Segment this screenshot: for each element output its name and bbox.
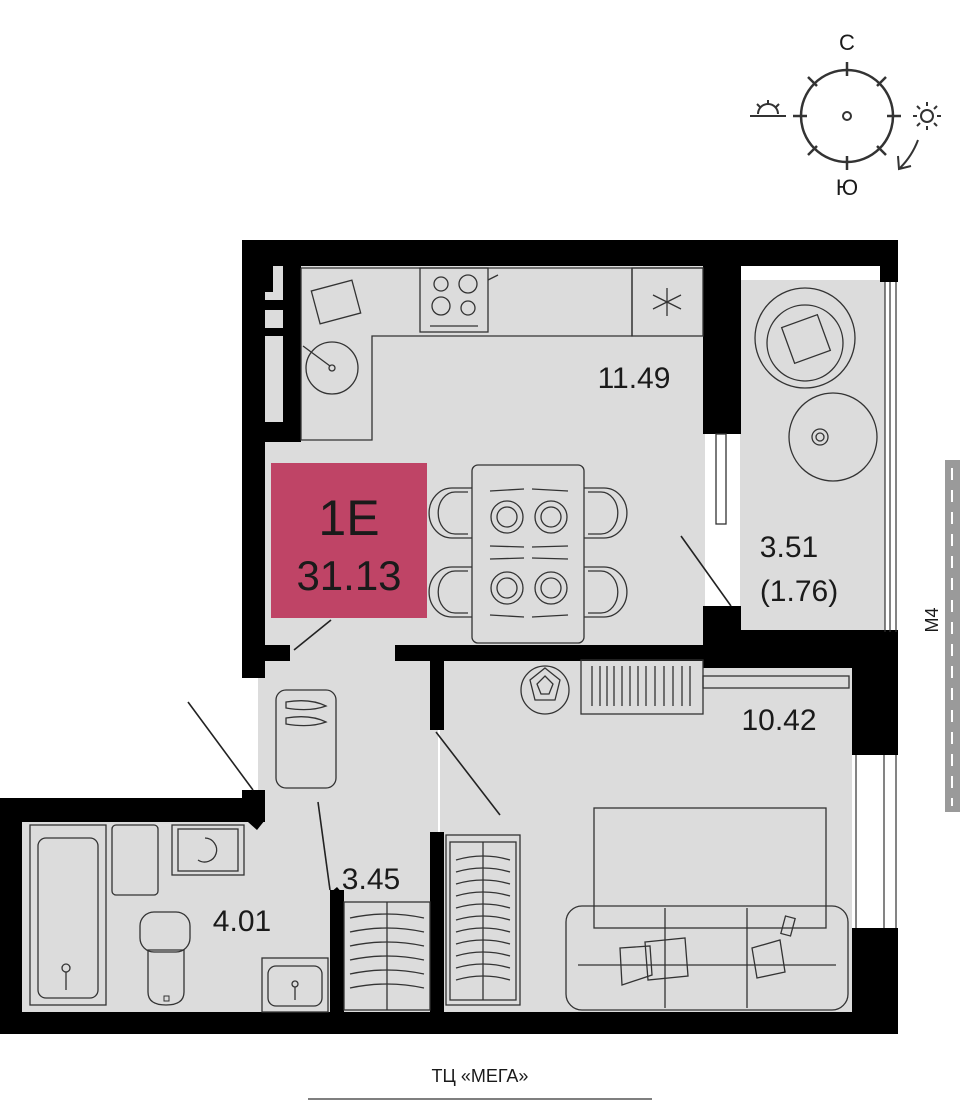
balcony-glazing (884, 282, 897, 632)
plant-icon (520, 665, 570, 715)
walls (0, 240, 898, 1034)
compass-north-label: С (839, 30, 855, 55)
shoe-icon (285, 716, 328, 727)
bedroom-window (854, 755, 897, 928)
kitchen-sink (305, 341, 359, 395)
kitchen-area-label: 11.49 (598, 362, 671, 395)
washing-machine (171, 824, 245, 876)
dining-chairs (428, 487, 628, 618)
road-label: М4 (922, 607, 942, 632)
toilet (147, 949, 185, 1006)
bathroom-area-label: 4.01 (213, 905, 271, 938)
kitchen-furniture (300, 267, 704, 644)
compass-south-label: Ю (836, 175, 858, 200)
bathroom-floor (22, 820, 338, 1012)
fridge (631, 267, 704, 337)
fridge-snowflake-icon (652, 288, 682, 316)
bathtub (29, 824, 107, 1006)
wardrobe (445, 834, 521, 1006)
hallway-area-label: 3.45 (342, 863, 400, 896)
shoe-icon (285, 700, 328, 711)
pillow (644, 937, 689, 981)
bed-headboard (593, 807, 827, 929)
pillow (751, 939, 786, 979)
stove (419, 267, 489, 333)
cutting-board (310, 279, 362, 325)
toilet-tank (139, 911, 191, 953)
phone-icon (780, 915, 796, 937)
balcony-area-label: 3.51 (760, 531, 818, 564)
balcony-door (715, 433, 727, 525)
bottom-landmark-label: ТЦ «МЕГА» (432, 1066, 529, 1086)
balcony-reduced-area-label: (1.76) (760, 575, 838, 608)
shoe-mat (275, 689, 337, 789)
hallway-hangers (349, 913, 425, 989)
pillow (619, 945, 653, 986)
sun-path-arrow-icon (897, 139, 919, 171)
road (945, 460, 960, 812)
compass-center (842, 111, 852, 121)
bedroom-furniture (445, 659, 850, 1011)
washer-drum (197, 837, 218, 863)
apartment-type: 1Е (318, 490, 379, 546)
compass (750, 62, 941, 171)
apartment-badge (271, 463, 427, 618)
armchair (754, 287, 856, 389)
bedroom-area-label: 10.42 (741, 704, 816, 737)
cabinet (111, 824, 159, 896)
apartment-total-area: 31.13 (296, 552, 401, 599)
sun-icon (913, 102, 941, 130)
balcony-floor (740, 280, 885, 630)
sunset-icon (750, 100, 786, 117)
plates (489, 488, 569, 618)
balcony-furniture (754, 287, 878, 482)
sofa (565, 905, 849, 1011)
wardrobe-hangers (455, 855, 511, 981)
armchair-cushion (780, 313, 832, 365)
door-swings (187, 535, 732, 891)
washbasin (261, 957, 329, 1013)
radiator (702, 675, 850, 689)
round-table (788, 392, 878, 482)
hallway-furniture (275, 689, 431, 1011)
dining-table (471, 464, 585, 644)
bathroom-furniture (29, 824, 329, 1013)
